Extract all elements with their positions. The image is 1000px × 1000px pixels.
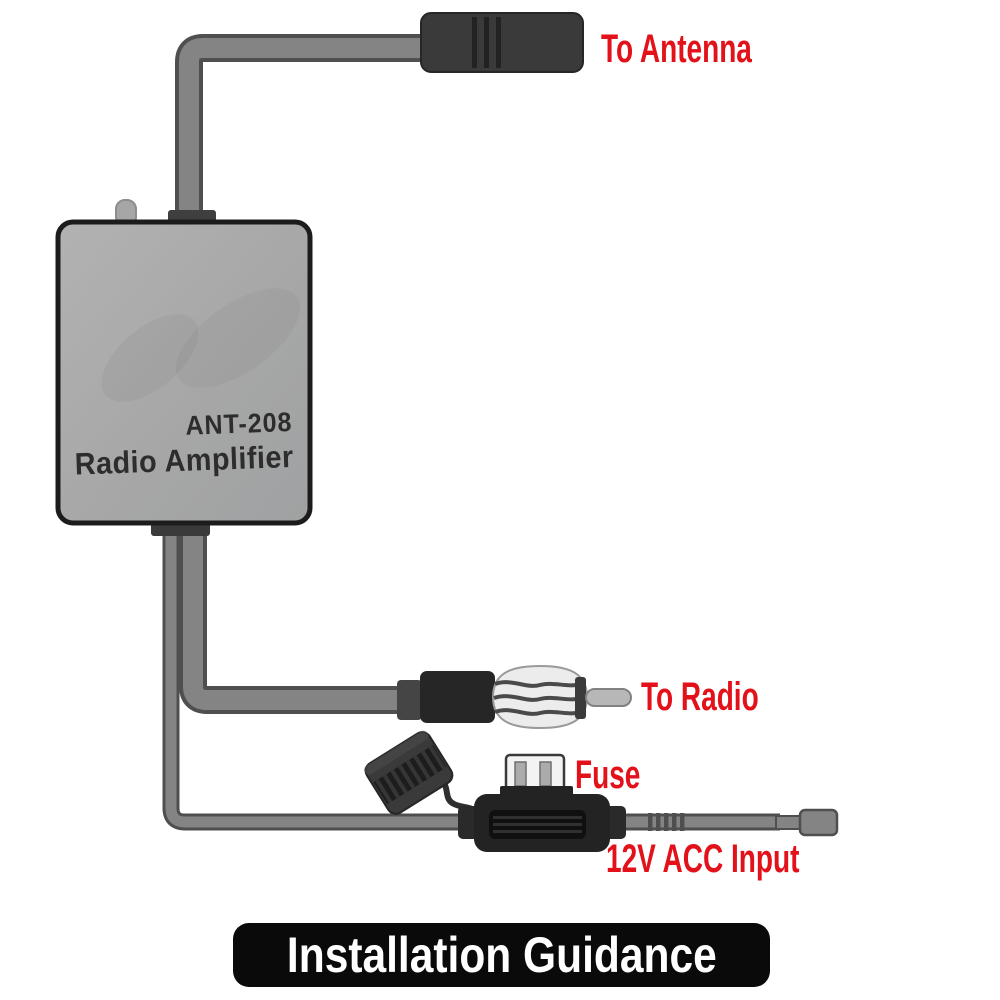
knurl-rib [398, 764, 416, 789]
amplifier-box-body [55, 219, 313, 526]
holder-rib-line [493, 816, 582, 819]
knurl-rib [428, 745, 446, 770]
antenna-connector-body [420, 12, 584, 73]
label-fuse: Fuse [575, 753, 641, 797]
antenna-cable-outline [175, 34, 426, 226]
cap-highlight [364, 730, 429, 775]
plug-collar [397, 680, 422, 720]
terminal-neck [775, 815, 803, 830]
cable-rib [672, 813, 677, 831]
knurl-rib [405, 759, 423, 785]
power-cable-core [165, 520, 780, 828]
box-smudge [101, 314, 199, 402]
antenna-cable [175, 34, 426, 226]
plug-body [420, 671, 495, 723]
radio-din-plug [397, 664, 632, 730]
knurl-rib [420, 750, 439, 775]
connector-stripe [496, 17, 501, 68]
connector-stripe [484, 17, 489, 68]
fuse-holder [364, 730, 626, 852]
cable-rib [680, 813, 685, 831]
label-to-radio: To Radio [641, 675, 759, 719]
amplifier-box-label: ANT-208 Radio Amplifier [57, 407, 295, 483]
radio-cable-outline [179, 520, 424, 714]
antenna-cable-core [179, 38, 426, 226]
holder-rib-line [493, 830, 582, 833]
cable-rib [656, 813, 661, 831]
fuse-prong [514, 761, 527, 787]
power-cable-terminal [798, 808, 839, 837]
knurl-rib [413, 755, 431, 780]
radio-cable-core [183, 520, 424, 710]
holder-rib-line [493, 823, 582, 826]
banner-installation-guidance: Installation Guidance [233, 923, 770, 987]
label-12v-acc-input: 12V ACC Input [606, 837, 800, 881]
knurl-rib [375, 779, 393, 804]
spring-end-band [575, 677, 586, 719]
cable-rib [648, 813, 653, 831]
spring-coil-line [494, 708, 586, 716]
antenna-connector [420, 12, 584, 73]
amplifier-box [55, 219, 313, 526]
knurl-rib [390, 769, 408, 794]
label-to-antenna: To Antenna [601, 27, 752, 71]
fuse-prong [539, 761, 552, 787]
fuse-cap [364, 730, 454, 815]
spring-coil-line [493, 694, 587, 702]
power-cable [162, 520, 839, 837]
spring-coil-line [494, 680, 586, 688]
banner-title: Installation Guidance [286, 927, 717, 983]
knurl-rib [382, 774, 400, 799]
plug-pin [585, 688, 632, 707]
cable-rib [664, 813, 669, 831]
connector-stripe [472, 17, 477, 68]
radio-cable [179, 520, 424, 714]
